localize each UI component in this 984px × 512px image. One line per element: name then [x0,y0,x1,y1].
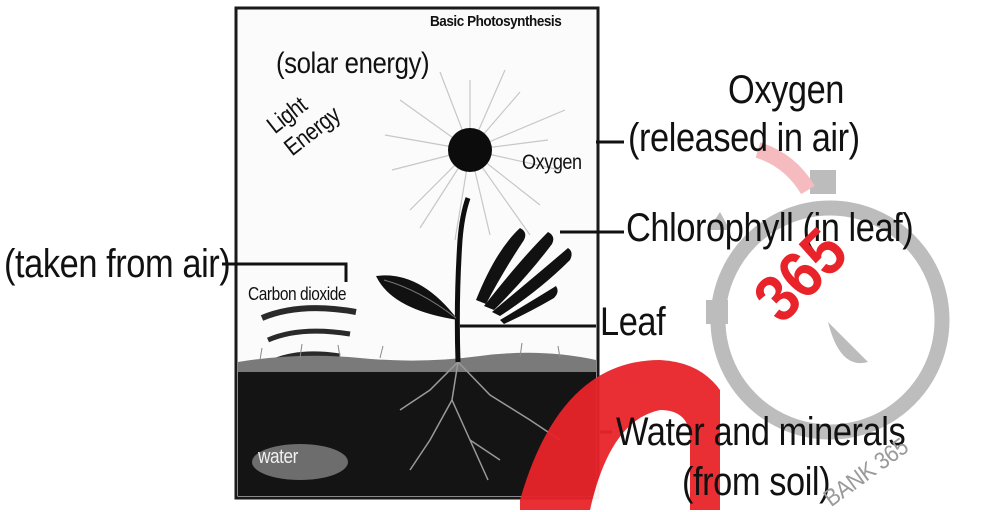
water-and-minerals-label: Water and minerals [616,412,905,452]
oxygen-label: Oxygen [728,70,844,110]
stopwatch-crown [810,170,836,194]
chlorophyll-label: Chlorophyll (in leaf) [626,208,913,248]
solar-energy-label: (solar energy) [276,48,429,80]
leaf-label: Leaf [600,302,665,342]
carbon-dioxide-label: Carbon dioxide [248,284,346,304]
taken-from-air-label: (taken from air) [4,244,230,284]
stopwatch-hand-icon [828,322,868,363]
released-in-air-label: (released in air) [628,118,860,158]
sun-icon [448,128,492,172]
from-soil-label: (from soil) [682,462,830,502]
diagram-title: Basic Photosynthesis [430,14,561,30]
water-label: water [258,446,298,468]
inner-oxygen-label: Oxygen [522,152,582,174]
